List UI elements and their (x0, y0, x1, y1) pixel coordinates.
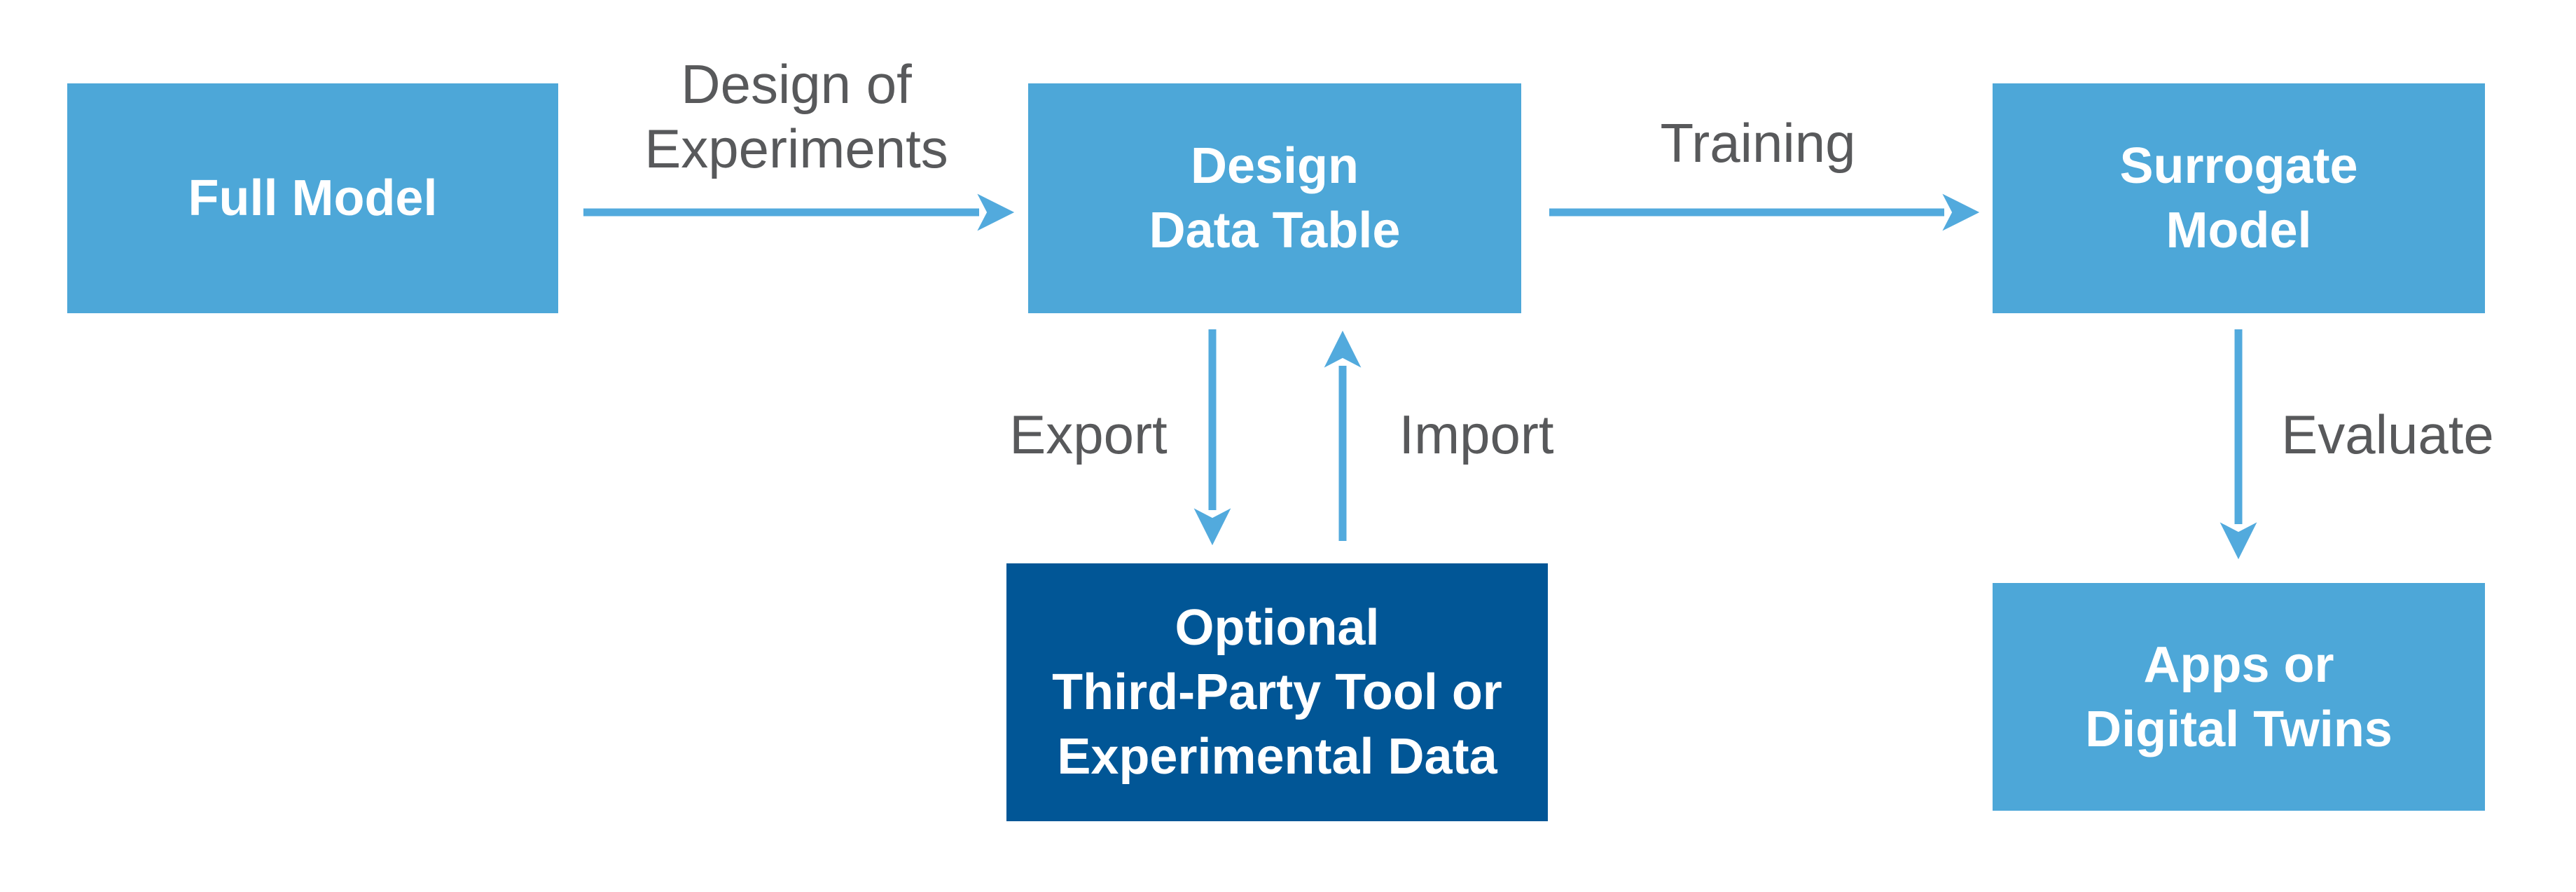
import-label: Import (1399, 404, 1554, 465)
surrogate-model-box: Surrogate Model (1993, 83, 2485, 313)
export-label: Export (1009, 404, 1168, 465)
surrogate-model-label: Surrogate Model (2119, 138, 2358, 259)
design-of-experiments-label: Design of Experiments (644, 53, 948, 179)
full-model-box: Full Model (67, 83, 558, 313)
apps-digital-twins-box: Apps or Digital Twins (1993, 583, 2485, 811)
third-party-tool-label: Optional Third-Party Tool or Experimenta… (1052, 600, 1502, 785)
apps-digital-twins-label: Apps or Digital Twins (2085, 636, 2393, 757)
evaluate-label: Evaluate (2281, 404, 2494, 465)
training-label: Training (1660, 112, 1856, 174)
design-data-table-label: Design Data Table (1149, 138, 1401, 259)
full-model-label: Full Model (188, 170, 438, 226)
third-party-tool-box: Optional Third-Party Tool or Experimenta… (1006, 563, 1548, 821)
design-data-table-box: Design Data Table (1028, 83, 1521, 313)
